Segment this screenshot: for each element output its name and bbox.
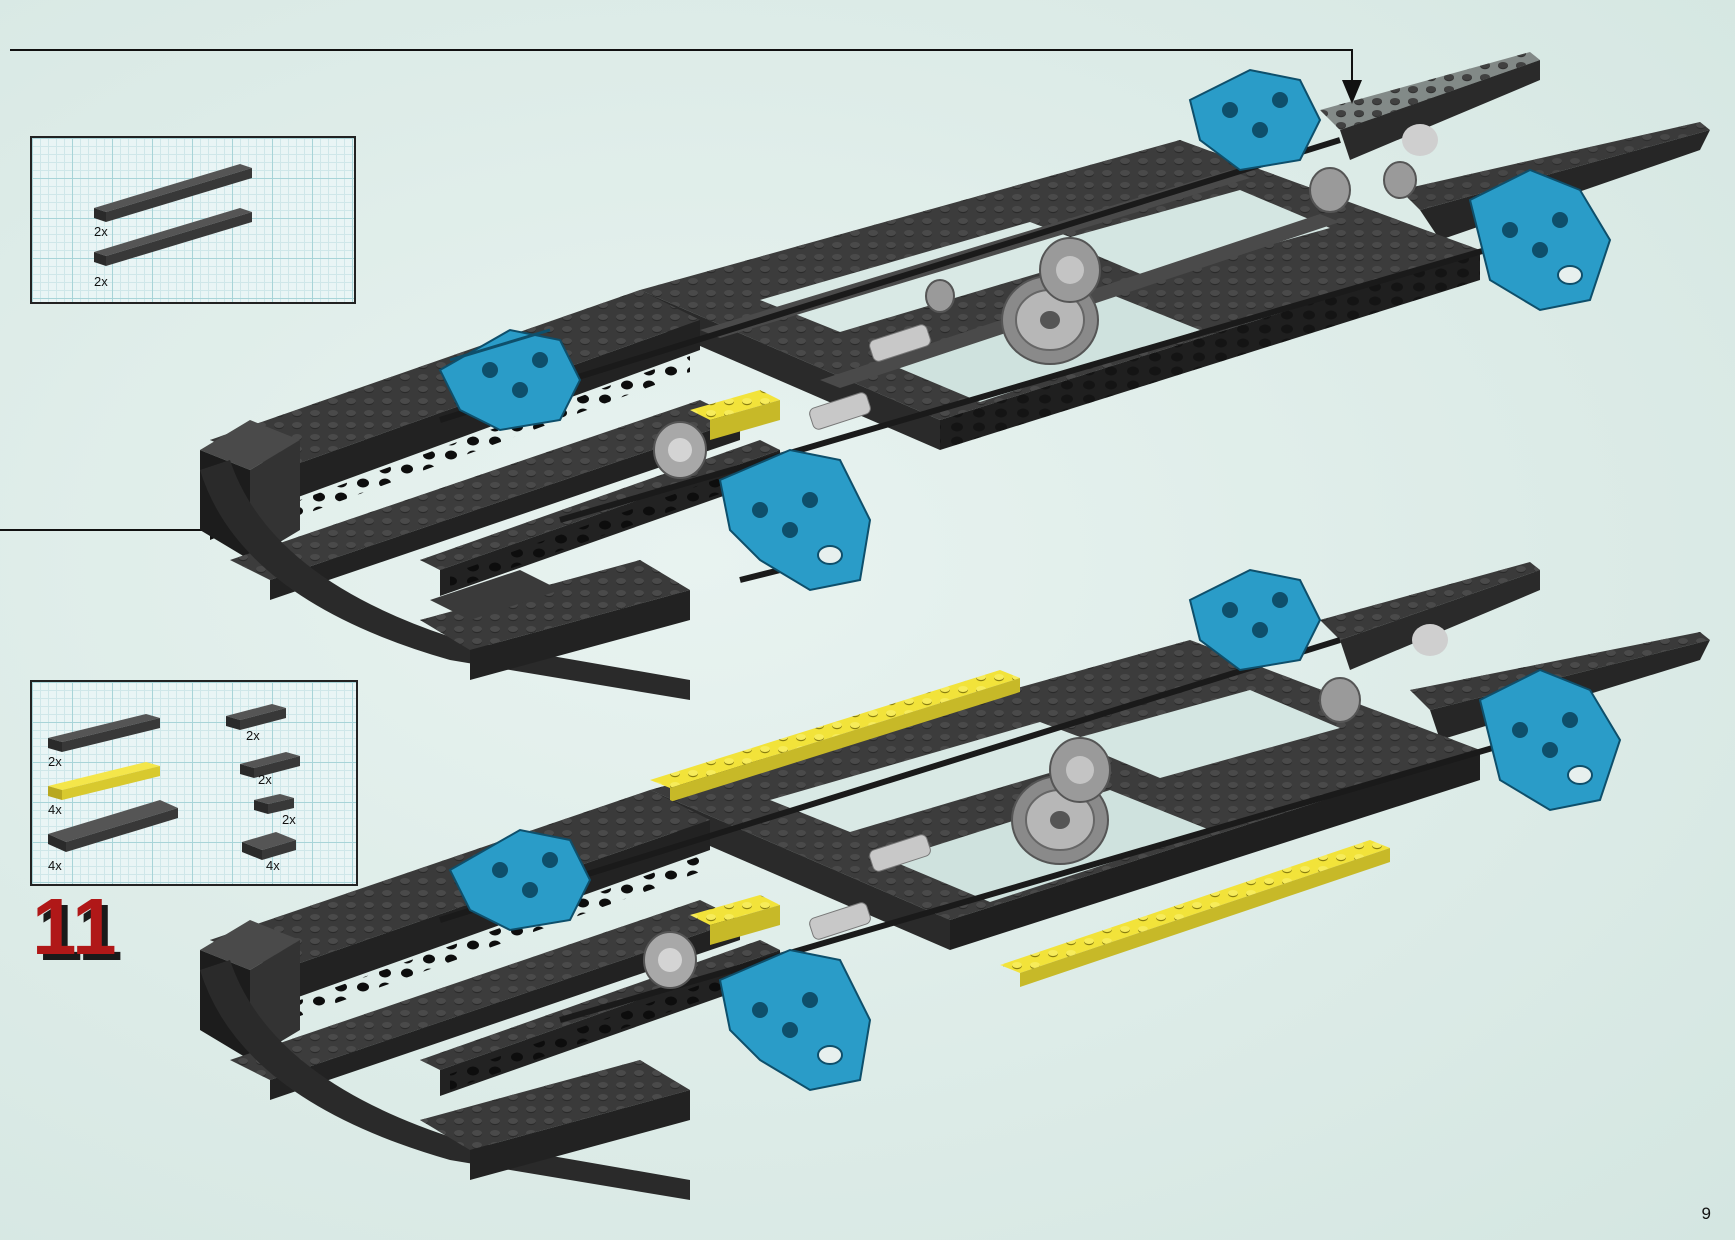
blue-suspension-arm bbox=[448, 828, 592, 932]
black-plate-1x8 bbox=[94, 164, 252, 222]
page-number: 9 bbox=[1701, 1204, 1711, 1223]
blue-suspension-arm bbox=[1188, 568, 1322, 672]
top-chassis-assembly bbox=[200, 52, 1710, 700]
blue-suspension-arm bbox=[1478, 668, 1622, 812]
parts-callout-bottom: 2x 4x 4x 2x 2x 2x 4x bbox=[30, 680, 358, 886]
bottom-chassis-assembly bbox=[200, 562, 1710, 1200]
black-plate-2x2 bbox=[242, 832, 296, 860]
part-quantity: 2x bbox=[246, 728, 260, 743]
blue-suspension-arm bbox=[718, 448, 872, 592]
black-plate-1x2 bbox=[254, 794, 294, 814]
svg-text:11: 11 bbox=[32, 882, 117, 971]
black-plate-1x8 bbox=[94, 208, 252, 266]
black-plate-1x3 bbox=[240, 752, 300, 778]
part-quantity: 2x bbox=[258, 772, 272, 787]
part-quantity: 4x bbox=[48, 858, 62, 873]
blue-suspension-arm bbox=[1468, 168, 1612, 312]
blue-suspension-arm bbox=[718, 948, 872, 1092]
black-plate-1x6 bbox=[48, 714, 160, 752]
parts-illustration bbox=[94, 164, 252, 266]
parts-illustration bbox=[48, 704, 300, 860]
differential-gear bbox=[1011, 737, 1111, 865]
black-plate-1x3 bbox=[226, 704, 286, 730]
blue-suspension-arm bbox=[1188, 68, 1322, 172]
part-quantity: 4x bbox=[266, 858, 280, 873]
svg-text:11: 11 bbox=[38, 888, 123, 977]
parts-callout-top: 2x 2x bbox=[30, 136, 356, 304]
arrow-top bbox=[10, 49, 1362, 104]
yellow-plate-1x6 bbox=[48, 762, 160, 800]
black-plate-2x6 bbox=[48, 800, 178, 852]
differential-gear bbox=[1001, 237, 1101, 365]
step-number: 11 11 bbox=[32, 882, 123, 977]
part-quantity: 2x bbox=[94, 274, 108, 289]
part-quantity: 2x bbox=[48, 754, 62, 769]
part-quantity: 2x bbox=[282, 812, 296, 827]
blue-suspension-arm bbox=[438, 328, 582, 432]
part-quantity: 2x bbox=[94, 224, 108, 239]
part-quantity: 4x bbox=[48, 802, 62, 817]
